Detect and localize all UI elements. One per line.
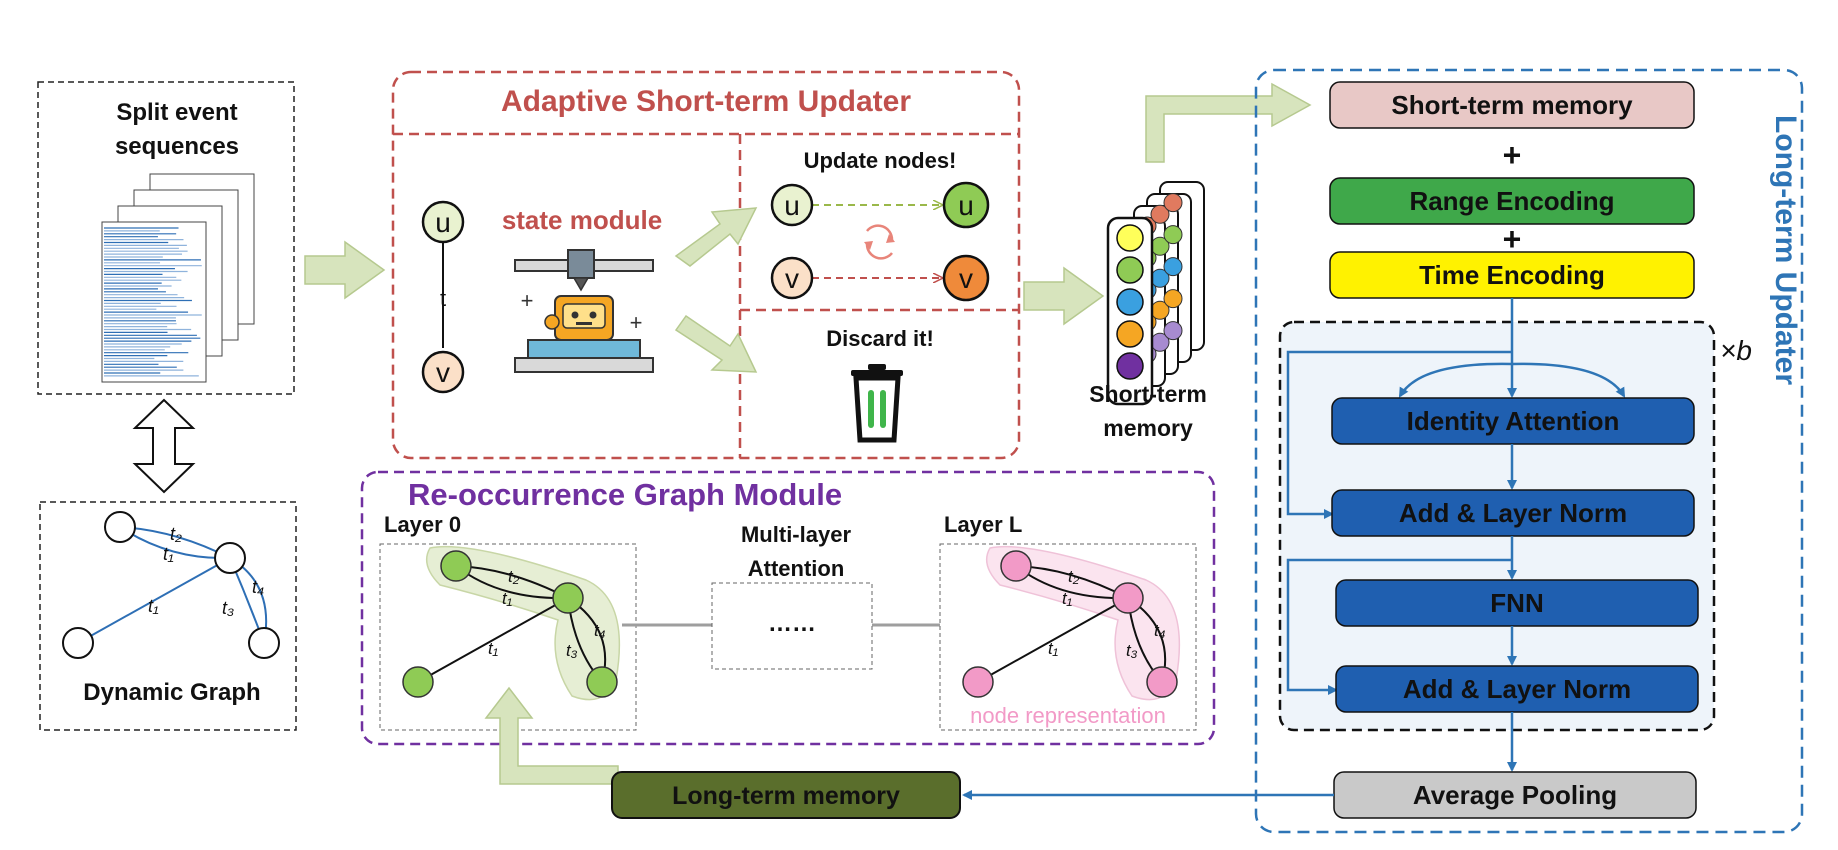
- memory-dot: [1163, 289, 1183, 309]
- reoccurrence-title: Re-occurrence Graph Module: [408, 477, 842, 512]
- node-u-label: u: [435, 207, 451, 238]
- node-v: [421, 350, 465, 394]
- range-encoding-label: Range Encoding: [1409, 186, 1614, 216]
- update-node-u-before: [770, 183, 814, 227]
- update-arrow: [674, 207, 758, 267]
- memory-dot: [1163, 257, 1183, 277]
- short-term-memory-block-label: Short-term memory: [1391, 90, 1633, 120]
- svg-text:t₁: t₁: [1048, 639, 1058, 658]
- adaptive-updater-title: Adaptive Short-term Updater: [501, 85, 911, 118]
- edge-label-t1: t₁: [163, 544, 174, 564]
- bidirectional-arrow: [132, 398, 196, 494]
- svg-text:t₂: t₂: [1068, 567, 1080, 586]
- average-pooling-label: Average Pooling: [1413, 780, 1617, 810]
- adaptive-updater: Adaptive Short-term Updater u t v state …: [391, 70, 1021, 460]
- memory-dot: [1163, 225, 1183, 245]
- long-term-memory-label: Long-term memory: [672, 782, 900, 810]
- time-encoding-label: Time Encoding: [1419, 260, 1605, 290]
- long-term-updater-title: Long-term Updater: [1769, 115, 1802, 385]
- event-sequence-sheets: [101, 173, 255, 383]
- input-arrow: [304, 240, 386, 300]
- fnn-label: FNN: [1490, 588, 1543, 618]
- svg-text:t₁: t₁: [488, 639, 498, 658]
- svg-text:+: +: [521, 288, 534, 313]
- long-term-updater: Long-term Updater Short-term memory + Ra…: [1254, 68, 1804, 834]
- dynamic-graph-panel: t₂ t₁ t₁ t₃ t₄ Dynamic Graph: [39, 501, 297, 731]
- repeat-label: ×b: [1720, 335, 1752, 366]
- short-term-memory-stack: Short-term memory: [1089, 181, 1207, 441]
- svg-text:t₄: t₄: [594, 621, 606, 640]
- svg-text:t₄: t₄: [1154, 621, 1166, 640]
- stack-label-2: memory: [1103, 415, 1193, 441]
- layerL-graph: t₂ t₁ t₁ t₃ t₄: [962, 550, 1178, 698]
- memory-arrow: [1023, 266, 1105, 326]
- svg-text:+: +: [630, 310, 643, 335]
- dynamic-graph-title: Dynamic Graph: [83, 679, 260, 706]
- layer0-label: Layer 0: [384, 512, 461, 537]
- discard-arrow: [674, 314, 758, 373]
- stack-label-1: Short-term: [1089, 381, 1207, 407]
- update-node-u-after: [942, 181, 990, 229]
- update-node-v-after: [942, 254, 990, 302]
- edge-label-t1b: t₁: [148, 596, 159, 616]
- memory-dot: [1163, 321, 1183, 341]
- update-node-v-before: [770, 256, 814, 300]
- plus-sign-1: +: [1503, 137, 1522, 173]
- svg-text:t₃: t₃: [1126, 641, 1138, 660]
- refresh-icon: [864, 224, 895, 260]
- split-events-title-2: sequences: [115, 133, 239, 160]
- memory-dot: [1163, 193, 1183, 213]
- node-representation-label: node representation: [970, 703, 1166, 728]
- discard-label: Discard it!: [826, 326, 934, 351]
- long-term-memory-block: [611, 771, 961, 819]
- state-module-robot-icon: + +: [514, 249, 654, 373]
- svg-text:t₃: t₃: [566, 641, 578, 660]
- add-norm-1-label: Add & Layer Norm: [1399, 498, 1627, 528]
- split-events-panel: Split event sequences: [37, 81, 295, 395]
- short-term-memory-block: [1329, 81, 1695, 129]
- stack-to-ltu-arrow: [1145, 82, 1312, 163]
- svg-text:t₁: t₁: [1062, 589, 1072, 608]
- trash-icon: [851, 364, 903, 443]
- update-node-u-after-label: u: [958, 190, 974, 221]
- update-node-v-before-label: v: [785, 263, 799, 294]
- add-norm-2-label: Add & Layer Norm: [1403, 674, 1631, 704]
- node-u: [421, 200, 465, 244]
- edge-label-t4: t₄: [252, 577, 264, 597]
- edge-label-t3: t₃: [222, 598, 234, 618]
- identity-attention-label: Identity Attention: [1407, 406, 1620, 436]
- edge-label-t2: t₂: [170, 524, 182, 544]
- plus-sign-2: +: [1503, 221, 1522, 257]
- svg-text:t₂: t₂: [508, 567, 520, 586]
- layerL-label: Layer L: [944, 512, 1022, 537]
- reoccurrence-module: Re-occurrence Graph Module Layer 0 t₂ t₁…: [360, 470, 1216, 746]
- memory-dot: [1150, 204, 1170, 224]
- ellipsis: ……: [768, 610, 816, 637]
- state-module-label: state module: [502, 205, 662, 235]
- graph-node: [248, 627, 280, 659]
- ltm-to-layer0-arrow: [484, 686, 619, 785]
- update-nodes-label: Update nodes!: [804, 148, 957, 173]
- fnn-block: [1335, 579, 1699, 627]
- graph-node: [104, 511, 136, 543]
- layer0-graph: t₂ t₁ t₁ t₃ t₄: [402, 550, 618, 698]
- graph-node: [214, 542, 246, 574]
- svg-text:t₁: t₁: [502, 589, 512, 608]
- range-encoding-block: [1329, 177, 1695, 225]
- node-v-label: v: [436, 357, 450, 388]
- edge-t-label: t: [440, 286, 446, 311]
- update-node-u-before-label: u: [784, 190, 800, 221]
- split-events-title-1: Split event: [116, 99, 237, 126]
- add-norm-2-block: [1335, 665, 1699, 713]
- graph-node: [62, 627, 94, 659]
- multilayer-label-2: Attention: [748, 556, 845, 581]
- update-node-v-after-label: v: [959, 263, 973, 294]
- multilayer-label-1: Multi-layer: [741, 522, 851, 547]
